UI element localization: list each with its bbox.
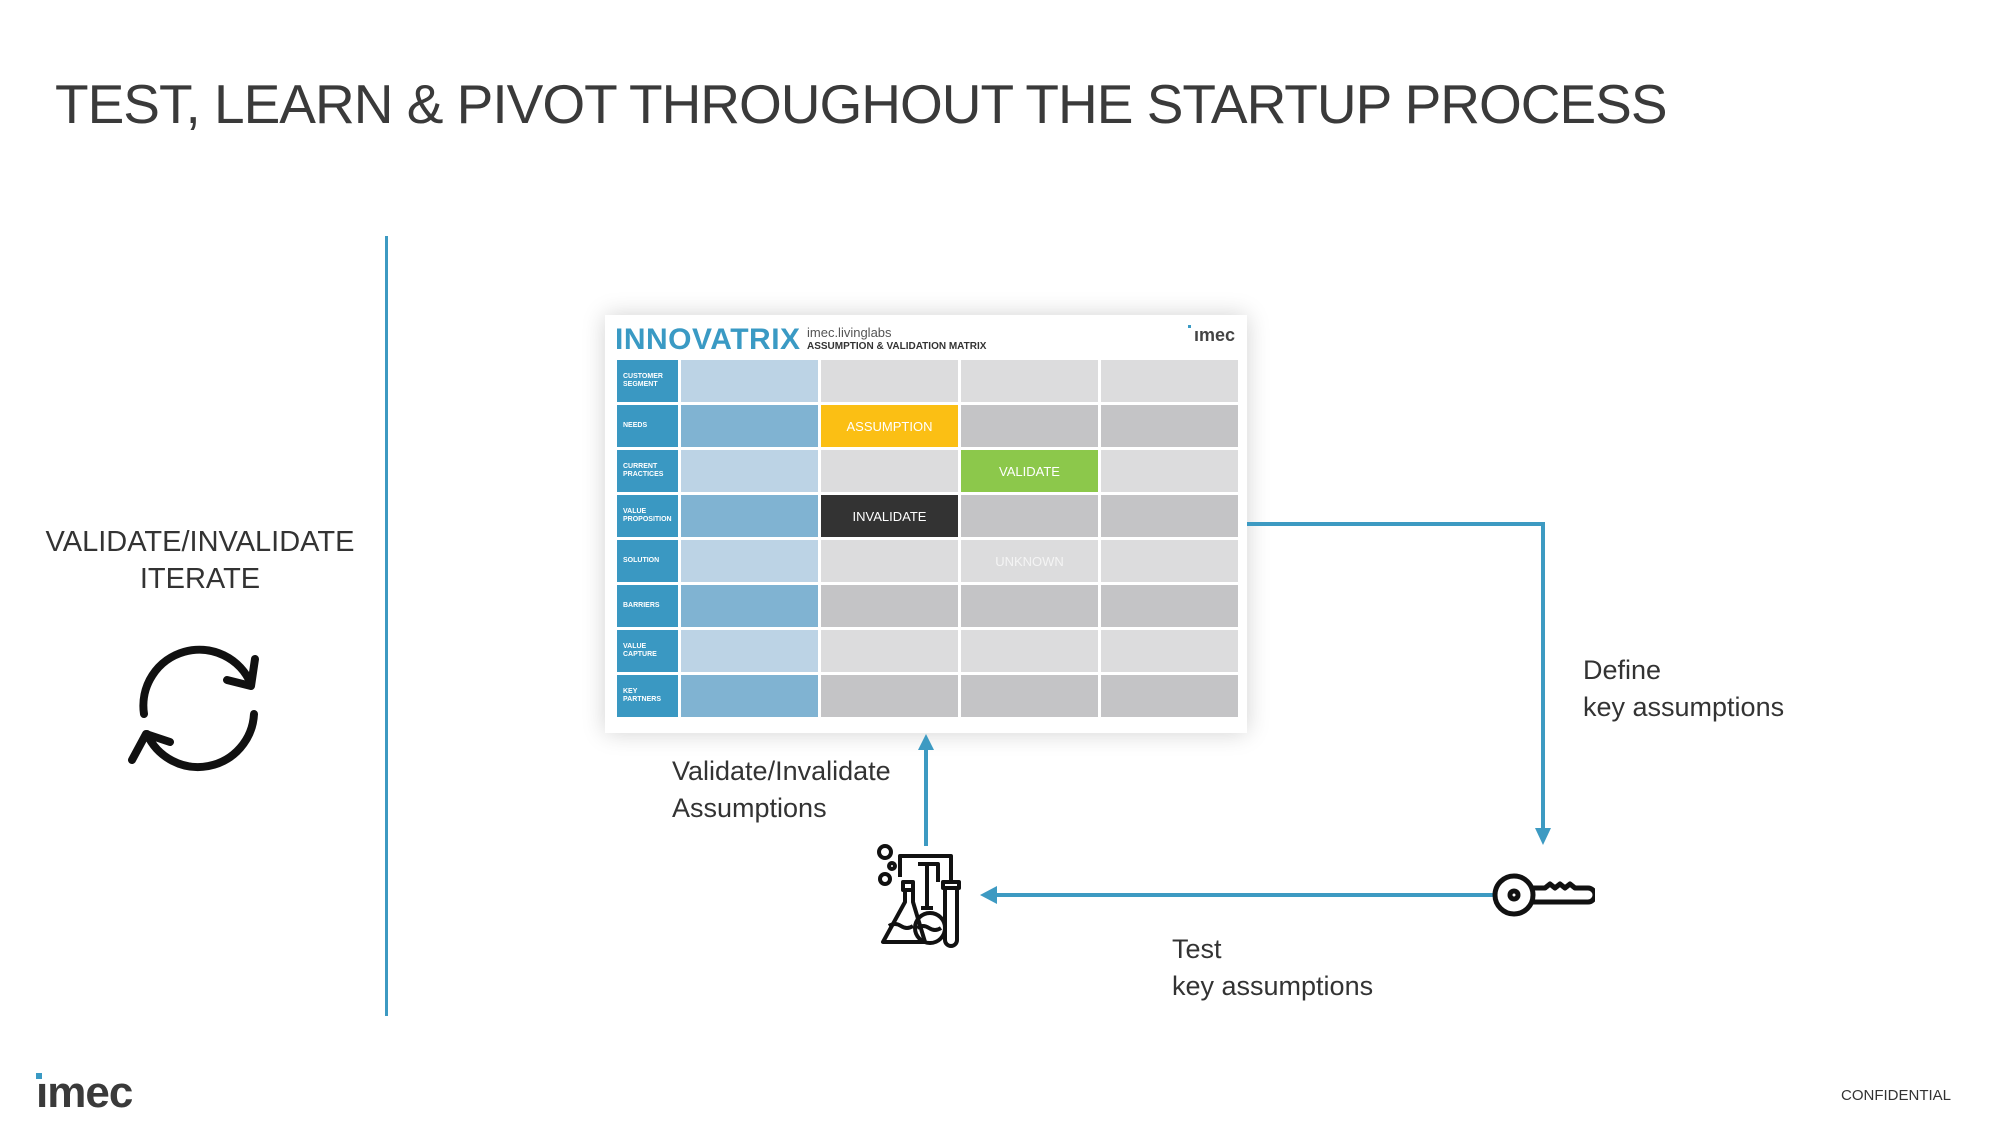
imec-logo: ımec [36, 1068, 133, 1117]
matrix-cell [961, 675, 1098, 717]
validate-label-2: Assumptions [672, 793, 827, 823]
matrix-row-label: VALUE PROPOSITION [617, 495, 678, 537]
arrowhead-left [980, 886, 997, 904]
arrow-define [1247, 522, 1545, 830]
matrix-row-label: NEEDS [617, 405, 678, 447]
matrix-row-label: CUSTOMER SEGMENT [617, 360, 678, 402]
matrix-title: ASSUMPTION & VALIDATION MATRIX [807, 341, 987, 352]
validate-label: Validate/Invalidate [672, 756, 891, 786]
brand-subtitle: imec.livinglabs [807, 325, 892, 340]
matrix-cell [1101, 495, 1238, 537]
matrix-cell-assumption: ASSUMPTION [821, 405, 958, 447]
innovatrix-matrix-card: INNOVATRIX imec.livinglabs ASSUMPTION & … [605, 315, 1247, 733]
matrix-cell-unknown: UNKNOWN [961, 540, 1098, 582]
matrix-cell [821, 360, 958, 402]
matrix-cell [681, 540, 818, 582]
matrix-row-label: BARRIERS [617, 585, 678, 627]
define-label: Define [1583, 655, 1662, 685]
imec-logo-small: ımec [1187, 325, 1235, 345]
matrix-cell [1101, 630, 1238, 672]
matrix-cell [681, 405, 818, 447]
matrix-cell [821, 585, 958, 627]
matrix-cell [681, 360, 818, 402]
matrix-row-label: SOLUTION [617, 540, 678, 582]
matrix-cell-validate: VALIDATE [961, 450, 1098, 492]
matrix-cell [1101, 540, 1238, 582]
test-label-2: key assumptions [1172, 971, 1374, 1001]
iterate-label: ITERATE [139, 563, 261, 595]
matrix-cell [961, 405, 1098, 447]
confidential-label: CONFIDENTIAL [1841, 1087, 1952, 1104]
define-label-2: key assumptions [1583, 692, 1785, 722]
matrix-cell [961, 585, 1098, 627]
matrix-cell [681, 630, 818, 672]
matrix-cell [1101, 450, 1238, 492]
matrix-cell [1101, 585, 1238, 627]
matrix-cell [961, 495, 1098, 537]
matrix-cell [1101, 405, 1238, 447]
refresh-icon [128, 645, 259, 772]
matrix-cell [1101, 360, 1238, 402]
matrix-cell [681, 495, 818, 537]
test-label: Test [1172, 934, 1222, 964]
matrix-cell [821, 540, 958, 582]
matrix-cell [681, 585, 818, 627]
key-icon [1492, 873, 1595, 917]
matrix-cell [961, 630, 1098, 672]
matrix-cell [1101, 675, 1238, 717]
arrowhead-down [1535, 828, 1551, 845]
matrix-cell [821, 450, 958, 492]
logo-dot [36, 1073, 42, 1079]
matrix-cell [821, 630, 958, 672]
matrix-cell [961, 360, 1098, 402]
matrix-cell [681, 675, 818, 717]
matrix-row-label: VALUE CAPTURE [617, 630, 678, 672]
validate-invalidate-label: VALIDATE/INVALIDATE [45, 526, 355, 558]
matrix-cell-invalidate: INVALIDATE [821, 495, 958, 537]
innovatrix-brand: INNOVATRIX [615, 323, 801, 356]
matrix-row-label: CURRENT PRACTICES [617, 450, 678, 492]
matrix-row-label: KEY PARTNERS [617, 675, 678, 717]
divider [385, 236, 388, 1016]
arrowhead-up [918, 734, 934, 750]
matrix-cell [821, 675, 958, 717]
page-title: TEST, LEARN & PIVOT THROUGHOUT THE START… [55, 73, 1668, 135]
lab-flask-icon [877, 844, 961, 948]
matrix-cell [681, 450, 818, 492]
